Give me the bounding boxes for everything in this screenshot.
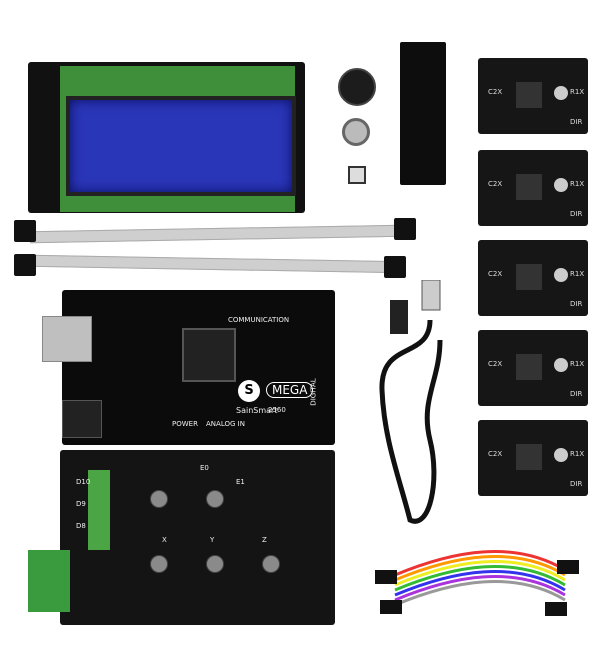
label: R1X [570,360,585,368]
rotary-encoder-knob [342,118,370,146]
communication-label: COMMUNICATION [228,316,290,324]
ribbon-cable [29,224,401,244]
buzzer [338,68,376,106]
power-terminal [28,550,70,612]
d10-label: D10 [76,478,91,486]
stepper-driver: C2X R1X DIR [478,58,588,134]
label: C2X [488,360,503,368]
ribbon-cable [29,254,401,274]
sainsmart-logo: S [238,380,260,402]
ribbon-connector [394,218,416,240]
ribbon-connector [384,256,406,278]
stepper-driver: C2X R1X DIR [478,150,588,226]
label: C2X [488,180,503,188]
lcd-screen [66,96,296,196]
chip-label: 2560 [268,406,286,414]
ribbon-connector [14,220,36,242]
label: DIR [570,210,583,218]
jumper-wires [375,550,579,616]
label: C2X [488,270,503,278]
ribbon-connector [14,254,36,276]
e0-label: E0 [200,464,209,472]
mega-label: MEGA [266,382,314,398]
label: DIR [570,480,583,488]
digital-label: DIGITAL [309,378,318,406]
capacitor [150,490,168,508]
usb-b-port [42,316,92,362]
reset-button [348,166,366,184]
power-jack [62,400,102,438]
label: DIR [570,390,583,398]
stepper-driver: C2X R1X DIR [478,420,588,496]
stepper-driver: C2X R1X DIR [478,330,588,406]
d8-label: D8 [76,522,86,530]
usb-cable [379,280,443,524]
microcontroller-chip [182,328,236,382]
label: R1X [570,270,585,278]
power-label: POWER [172,420,198,428]
label: R1X [570,88,585,96]
label: C2X [488,450,503,458]
lcd-adapter-board [400,42,446,185]
stepper-driver: C2X R1X DIR [478,240,588,316]
capacitor [150,555,168,573]
analog-label: ANALOG IN [206,420,245,428]
capacitor [206,490,224,508]
capacitor [206,555,224,573]
label: DIR [570,300,583,308]
x-label: X [162,536,167,544]
y-label: Y [210,536,215,544]
screw-terminal [88,470,110,550]
label: C2X [488,88,503,96]
d9-label: D9 [76,500,86,508]
label: R1X [570,180,585,188]
label: DIR [570,118,583,126]
e1-label: E1 [236,478,245,486]
z-label: Z [262,536,267,544]
label: R1X [570,450,585,458]
capacitor [262,555,280,573]
brand-label: SainSmart [236,406,278,415]
